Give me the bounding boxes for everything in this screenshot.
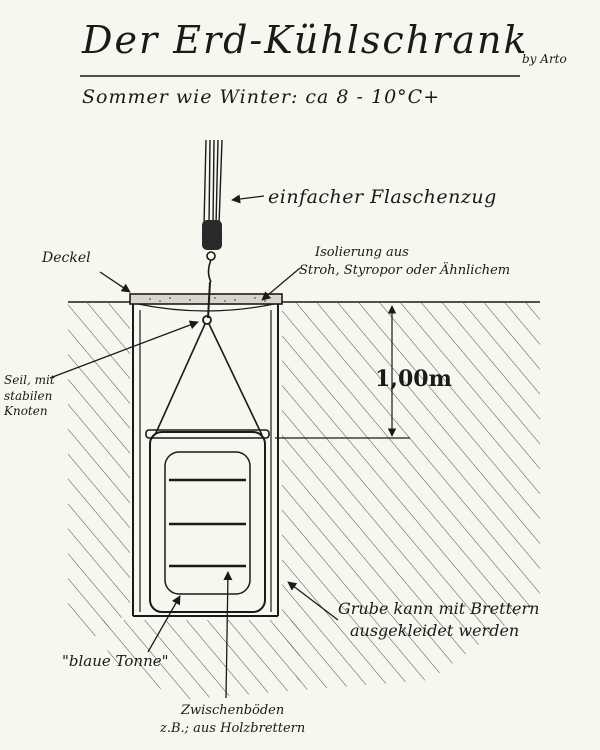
label-rope-line2: stabilen [4,389,55,405]
label-pulley: einfacher Flaschenzug [268,186,497,208]
label-insulation: Isolierung aus Stroh, Styropor oder Ähnl… [313,244,510,279]
label-shelves: Zwischenböden z.B.; aus Holzbrettern [160,702,305,738]
author-signature: by Arto [522,52,567,66]
label-pit: Grube kann mit Brettern ausgekleidet wer… [338,598,539,641]
label-rope-line3: Knoten [4,404,55,420]
label-rope: Seil, mit stabilen Knoten [4,373,55,420]
label-insulation-line1: Isolierung aus [313,244,510,262]
label-pit-line1: Grube kann mit Brettern [338,598,539,620]
label-depth: 1,00m [375,366,452,392]
label-pit-line2: ausgekleidet werden [338,620,539,642]
page-title: Der Erd-Kühlschrank [82,18,529,62]
label-rope-line1: Seil, mit [4,373,55,389]
label-shelves-line2: z.B.; aus Holzbrettern [160,720,305,738]
pulley [202,140,222,318]
label-shelves-line1: Zwischenböden [160,702,305,720]
subtitle: Sommer wie Winter: ca 8 - 10°C+ [82,86,440,108]
label-barrel: "blaue Tonne" [62,652,169,670]
label-lid: Deckel [42,250,91,266]
label-insulation-line2: Stroh, Styropor oder Ähnlichem [299,262,510,280]
pit [130,300,282,620]
